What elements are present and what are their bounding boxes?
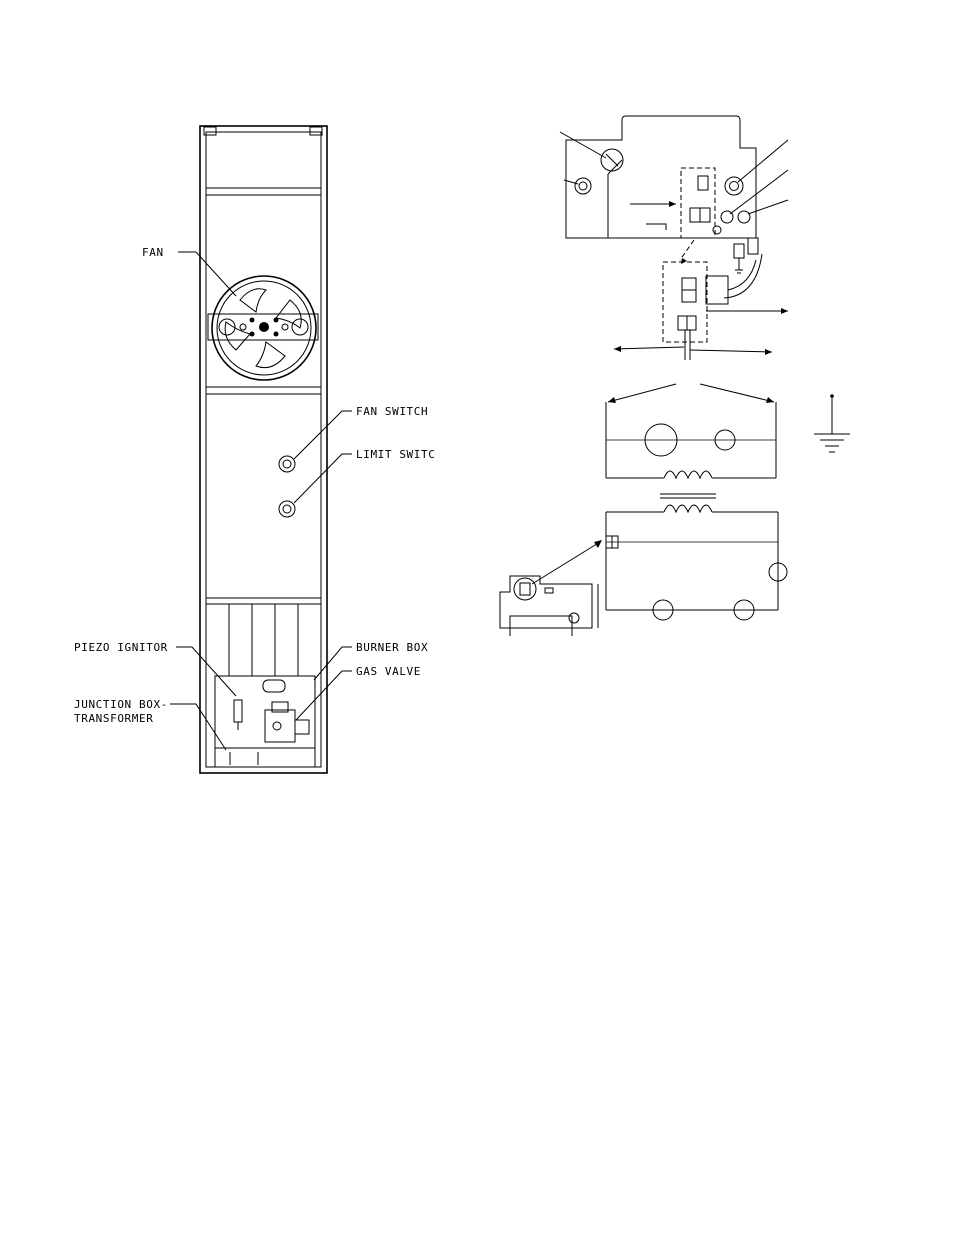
cabinet-foot-right: [310, 127, 322, 135]
junction-link-arrow: [681, 258, 687, 264]
fan-bolt: [250, 318, 255, 323]
label-gas-valve: GAS VALVE: [356, 665, 421, 678]
leader-gas-valve: [296, 671, 352, 720]
burner-box: [215, 676, 315, 748]
valve-terminal-small: [713, 226, 721, 234]
inset-connector: [520, 583, 530, 595]
valve-inlet-port-center: [579, 182, 587, 190]
inset-mark: [545, 588, 553, 593]
leader-junction-box: [170, 704, 226, 750]
arrow-head: [594, 540, 602, 548]
leader-fan: [178, 252, 236, 296]
wiring-schematic: [500, 384, 850, 636]
relay-block: [706, 276, 728, 304]
leader-limit-switch: [294, 454, 352, 503]
cabinet-labels: FAN FAN SWITCH LIMIT SWITC PIEZO IGNITOR…: [74, 246, 435, 750]
heat-exchanger-panels: [229, 604, 298, 676]
fan-bolt: [250, 332, 255, 337]
arrow-to-schematic-left: [608, 384, 676, 402]
label-fan-switch: FAN SWITCH: [356, 405, 428, 418]
label-junction-box: JUNCTION BOX-: [74, 698, 168, 711]
leader-pilot: [560, 132, 606, 158]
leader-burner-box: [314, 647, 352, 680]
limit-switch-component: [279, 501, 295, 517]
leader-fan-switch: [294, 411, 352, 459]
fan-switch-body: [279, 456, 295, 472]
connector-plug: [748, 238, 758, 254]
inset-port: [569, 613, 579, 623]
gas-valve-knob: [273, 722, 281, 730]
arrow-head: [614, 346, 621, 352]
gas-valve-body: [265, 710, 295, 742]
label-burner-box: BURNER BOX: [356, 641, 428, 654]
limit-switch-body: [279, 501, 295, 517]
arrow-head: [781, 308, 788, 314]
limit-switch-center: [283, 505, 291, 513]
arrow-to-schematic-right: [700, 384, 774, 402]
fan-bolt: [240, 324, 246, 330]
transformer-secondary: [664, 505, 712, 512]
fan-blade-1: [240, 289, 266, 312]
relay-wire: [728, 260, 756, 290]
junction-detail: [614, 238, 788, 360]
junction-link-dash: [680, 240, 694, 260]
leader-inset: [532, 542, 600, 584]
fan-bolt: [282, 324, 288, 330]
inset-valve-base: [510, 616, 572, 636]
piezo-ignitor-body: [234, 700, 242, 722]
valve-pilot-screw-slot: [606, 154, 618, 166]
label-piezo-ignitor: PIEZO IGNITOR: [74, 641, 168, 654]
valve-outlet-port-center: [730, 182, 739, 191]
leader-terminal-2: [748, 200, 788, 214]
junction-box: [215, 748, 315, 767]
gas-valve-outlet: [295, 720, 309, 734]
valve-terminal-screw-2: [738, 211, 750, 223]
transformer-primary: [664, 471, 712, 478]
leader-terminal-1: [730, 170, 788, 214]
valve-inlet-port: [575, 178, 591, 194]
fan-bolt: [274, 332, 279, 337]
arrow-head: [669, 201, 676, 207]
gas-valve-detail: [560, 116, 788, 238]
label-limit-switch: LIMIT SWITC: [356, 448, 435, 461]
heater-cabinet: [200, 126, 327, 773]
fan-switch-component: [279, 456, 295, 472]
valve-inset: [500, 540, 602, 636]
valve-control-block: [698, 176, 708, 190]
burner-sight-glass: [263, 680, 285, 692]
valve-body-outline: [566, 116, 756, 238]
label-transformer: TRANSFORMER: [74, 712, 153, 725]
connector-plug: [734, 244, 744, 258]
arrow-head: [608, 397, 616, 403]
ground-icon: [814, 394, 850, 452]
fan: [208, 276, 318, 380]
fan-bolt: [274, 318, 279, 323]
inset-highlight-circle: [514, 578, 536, 600]
arrow-left: [614, 347, 684, 349]
fan-switch-center: [283, 460, 291, 468]
fan-hub: [259, 322, 269, 332]
label-fan: FAN: [142, 246, 164, 259]
valve-nameplate-mark: [646, 224, 666, 230]
arrow-head: [765, 349, 772, 355]
arrow-right-lower: [690, 350, 772, 352]
arrow-head: [766, 397, 774, 403]
fan-blade-3: [256, 342, 285, 368]
